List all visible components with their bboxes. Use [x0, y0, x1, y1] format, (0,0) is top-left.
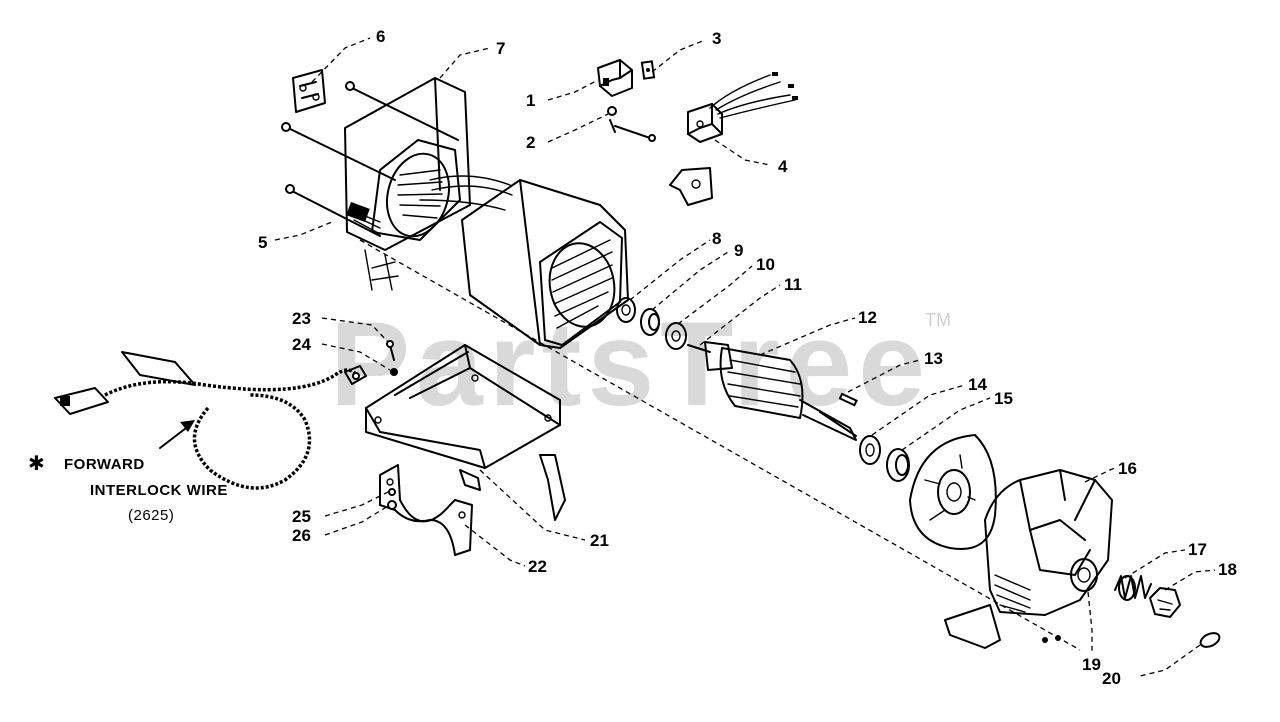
part-stator-frame[interactable] — [461, 179, 629, 349]
callout-1: 1 — [526, 91, 535, 110]
callout-3: 3 — [712, 29, 721, 48]
part-2-screw[interactable] — [607, 106, 656, 142]
note-line-1: FORWARD — [64, 456, 145, 473]
callout-11: 11 — [784, 275, 802, 294]
part-24-nut[interactable] — [390, 368, 398, 376]
callout-13: 13 — [924, 349, 943, 368]
callout-17: 17 — [1188, 540, 1207, 559]
part-20-retaining-ring[interactable] — [1198, 630, 1221, 649]
part-6-bracket[interactable] — [292, 69, 326, 113]
note-line-2: INTERLOCK WIRE — [90, 482, 228, 499]
part-21-legs — [459, 454, 566, 521]
part-8-washer[interactable] — [616, 297, 636, 323]
part-22-saddle[interactable] — [379, 464, 473, 556]
callout-22: 22 — [528, 557, 547, 576]
callout-2: 2 — [526, 133, 535, 152]
part-1-switch[interactable] — [597, 59, 633, 97]
rear-housing-foot — [364, 249, 399, 291]
callout-7: 7 — [496, 39, 505, 58]
callout-14: 14 — [968, 375, 987, 394]
callout-5: 5 — [258, 233, 267, 252]
part-clip[interactable] — [669, 167, 713, 206]
leader-lines — [274, 37, 1216, 677]
part-3-plate[interactable] — [640, 60, 656, 80]
part-14-washer[interactable] — [859, 435, 881, 465]
forward-interlock-wire[interactable] — [54, 351, 367, 490]
part-18-nut[interactable] — [1149, 587, 1181, 618]
callout-26: 26 — [292, 526, 311, 545]
callout-21: 21 — [590, 531, 609, 550]
note-line-3: (2625) — [128, 507, 174, 524]
center-axis-line — [359, 239, 1081, 651]
watermark-trademark: TM — [925, 310, 951, 330]
callout-10: 10 — [756, 255, 775, 274]
part-13-key[interactable] — [838, 392, 858, 407]
interlock-arrow — [159, 420, 195, 449]
callout-24: 24 — [292, 335, 311, 354]
callout-20: 20 — [1102, 669, 1121, 688]
part-23-screw[interactable] — [386, 340, 395, 361]
part-4-switch-block[interactable] — [687, 72, 798, 143]
note-asterisk: ✱ — [28, 453, 45, 475]
callout-4: 4 — [778, 157, 788, 176]
part-7-rear-housing[interactable] — [344, 77, 471, 251]
part-15-bearing[interactable] — [886, 448, 910, 482]
part-21-mount-bracket[interactable] — [365, 344, 561, 469]
watermark-text: PartsTree — [330, 297, 931, 431]
callout-6: 6 — [376, 27, 385, 46]
part-17-spring[interactable] — [1114, 575, 1152, 601]
part-5-through-bolts[interactable] — [281, 81, 459, 237]
part-end-plate[interactable] — [909, 434, 997, 550]
part-9-bearing[interactable] — [640, 308, 660, 336]
part-12-armature[interactable] — [687, 341, 857, 441]
callout-15: 15 — [994, 389, 1013, 408]
callout-18: 18 — [1218, 560, 1237, 579]
callout-12: 12 — [858, 308, 877, 327]
part-10-washer[interactable] — [665, 322, 687, 350]
callout-8: 8 — [712, 229, 721, 248]
part-16-front-housing[interactable] — [944, 469, 1113, 649]
callout-23: 23 — [292, 309, 311, 328]
part-26-washer[interactable] — [387, 500, 397, 510]
part-25-screw[interactable] — [388, 488, 396, 496]
stator-leads — [419, 175, 513, 211]
callout-25: 25 — [292, 507, 311, 526]
callout-16: 16 — [1118, 459, 1137, 478]
callout-9: 9 — [734, 241, 743, 260]
callout-19: 19 — [1082, 655, 1101, 674]
